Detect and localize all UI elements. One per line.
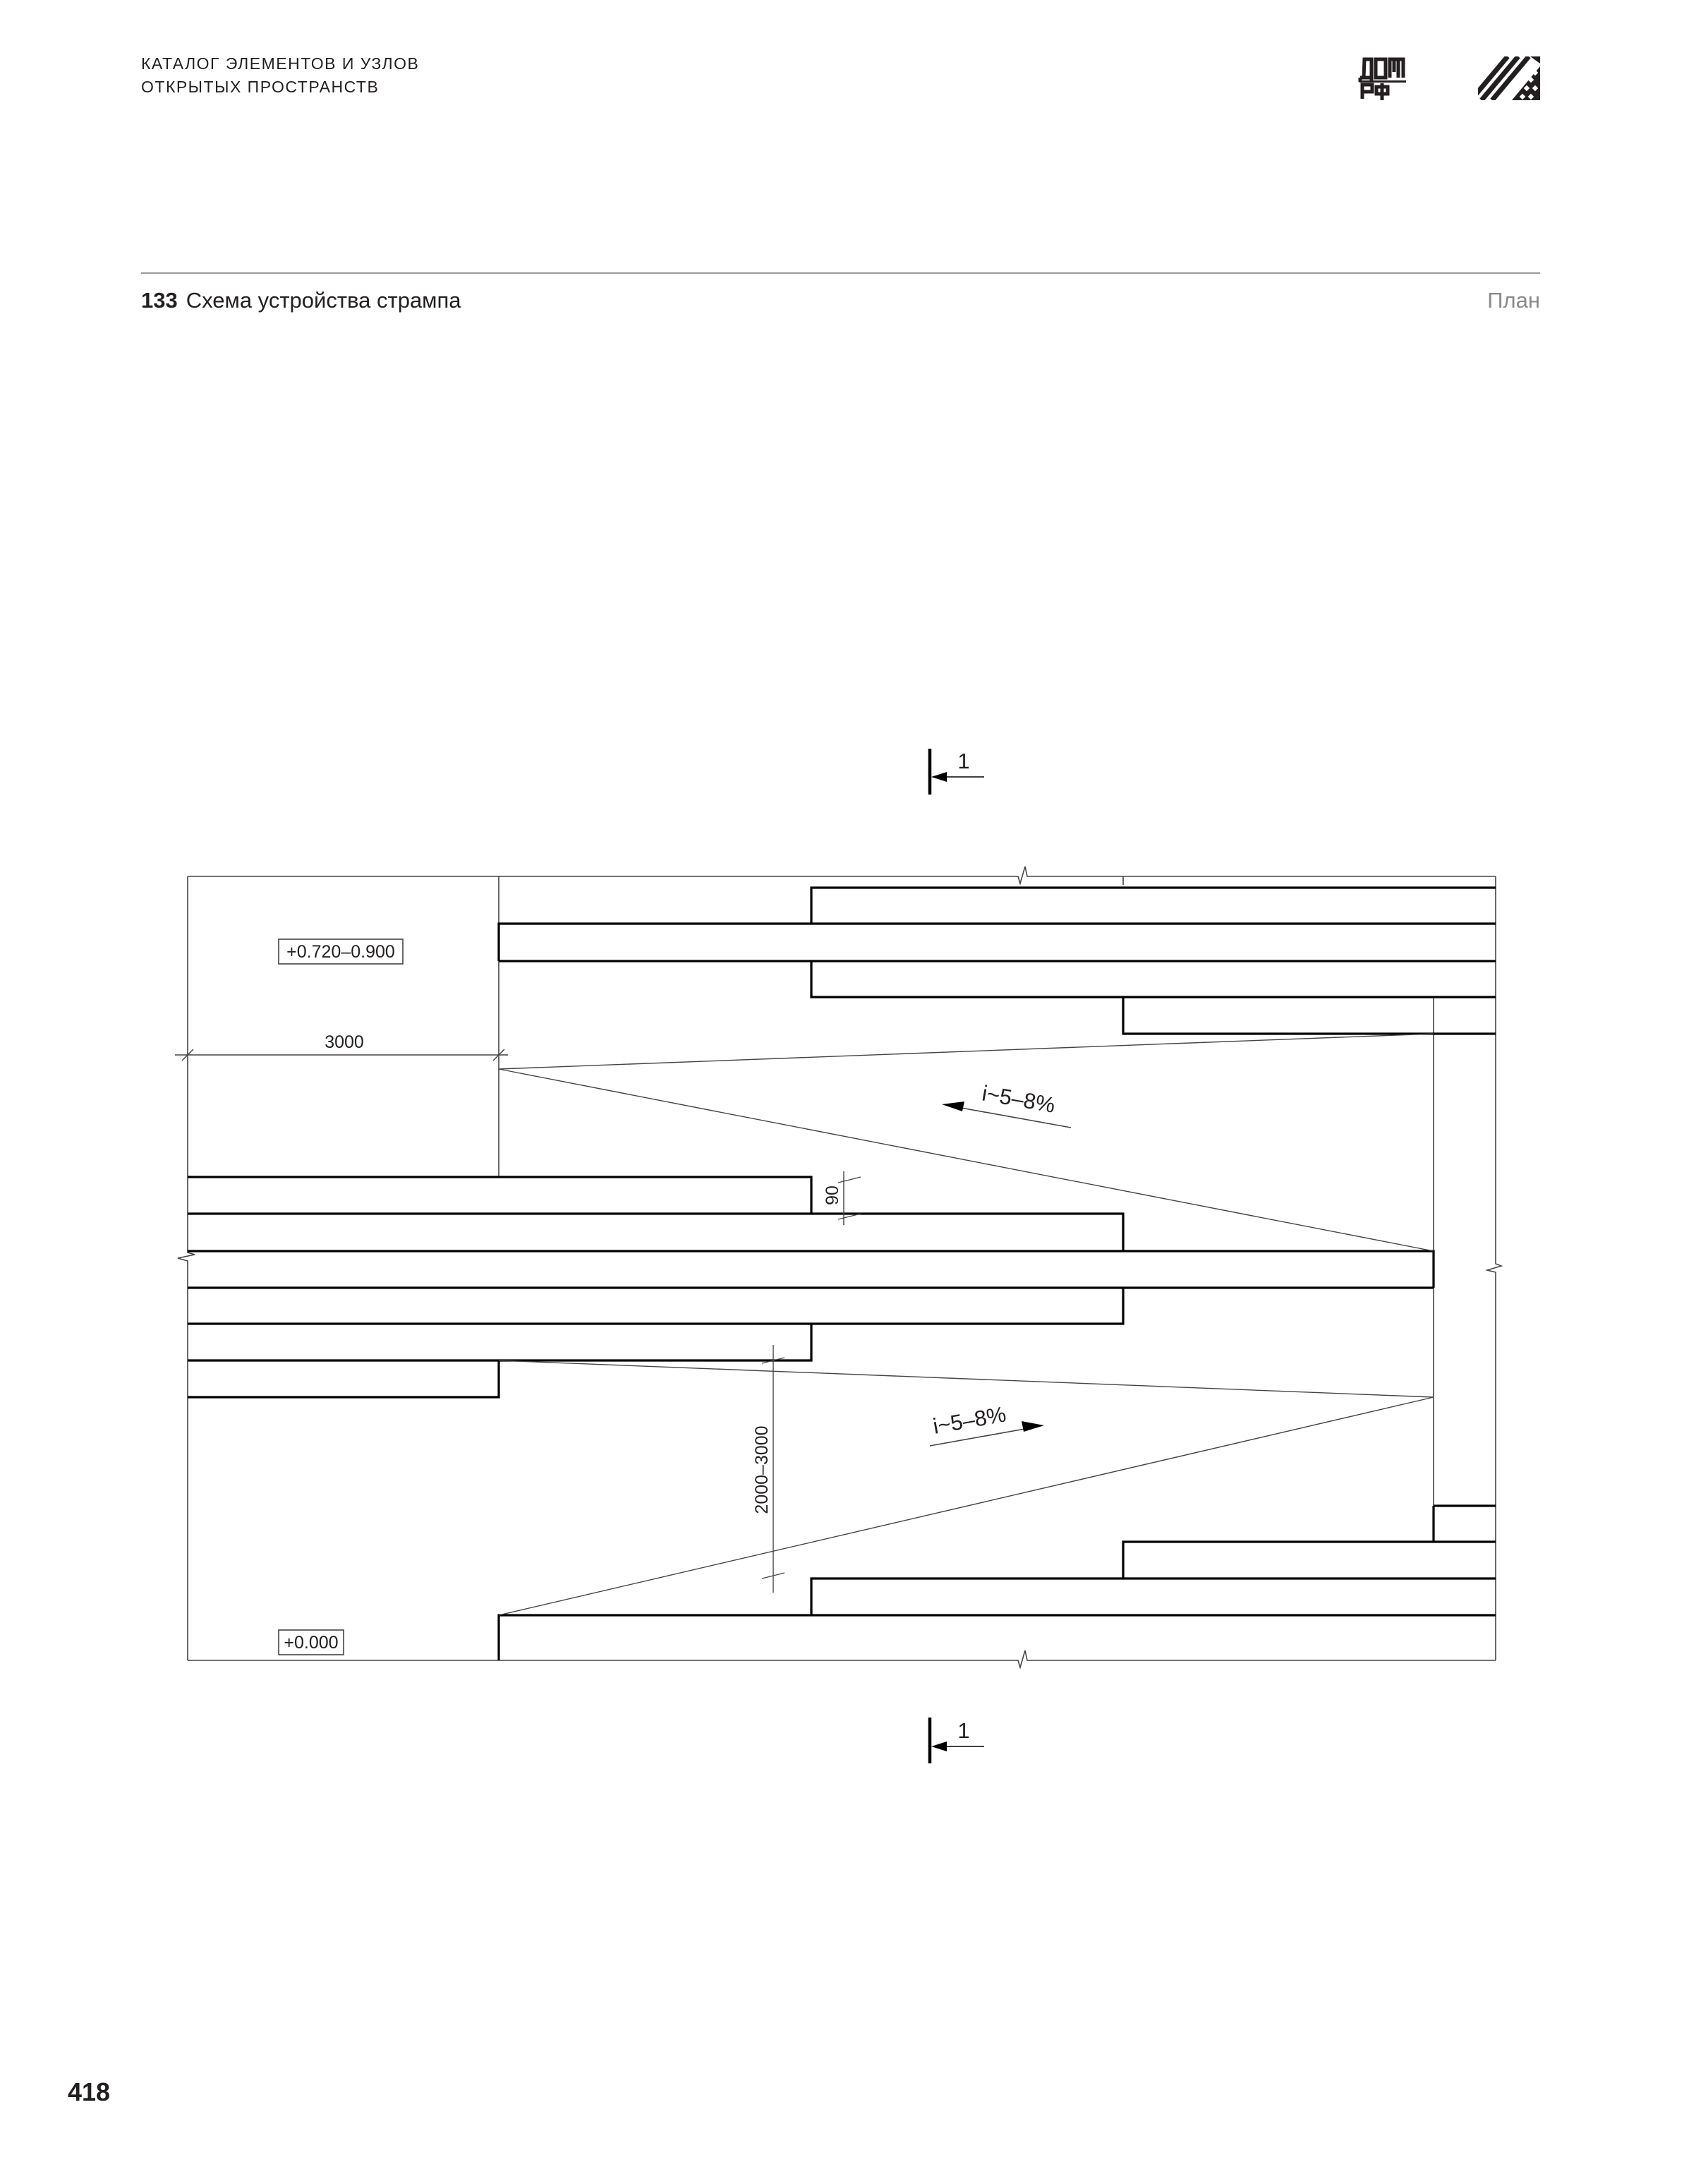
view-label: План — [1487, 288, 1540, 313]
ramp-slope-lines — [498, 1033, 1434, 1616]
elevation-top-box — [278, 938, 404, 965]
elevation-top-label: +0.720–0.900 — [286, 942, 395, 962]
slope-arrow-upper — [942, 1101, 1072, 1128]
catalog-title-line1: КАТАЛОГ ЭЛЕМЕНТОВ И УЗЛОВ — [141, 54, 420, 73]
catalog-title-line2: ОТКРЫТЫХ ПРОСТРАНСТВ — [141, 78, 380, 96]
plan-outline — [177, 866, 1503, 1670]
upper-steps — [497, 886, 1496, 1035]
section-title: Схема устройства стрампа — [186, 288, 461, 313]
section-mark-top-label: 1 — [957, 749, 969, 773]
elevation-bottom-label: +0.000 — [284, 1633, 338, 1653]
lower-steps — [497, 1504, 1496, 1660]
dimension-90-label: 90 — [823, 1185, 842, 1205]
page-number: 418 — [68, 2077, 111, 2106]
dimension-3000 — [175, 1049, 508, 1061]
dimension-90 — [837, 1171, 861, 1225]
section-mark-bottom — [928, 1718, 984, 1763]
elevation-bottom-box — [278, 1629, 344, 1655]
dimension-2000-3000-label: 2000–3000 — [752, 1425, 772, 1514]
section-number: 133 — [141, 288, 178, 313]
section-mark-bottom-label: 1 — [957, 1718, 969, 1743]
catalog-title: КАТАЛОГ ЭЛЕМЕНТОВ И УЗЛОВ ОТКРЫТЫХ ПРОСТ… — [141, 52, 419, 99]
section-mark-top — [928, 749, 984, 795]
dimension-3000-label: 3000 — [325, 1032, 364, 1052]
dom-rf-logo — [1358, 57, 1406, 100]
section-divider — [141, 272, 1540, 274]
dimension-2000-3000 — [761, 1345, 785, 1593]
middle-steps — [188, 1176, 1435, 1399]
slope-arrow-lower — [929, 1421, 1044, 1447]
hatch-logo — [1478, 56, 1540, 100]
slope-label-lower: i~5–8% — [931, 1401, 1008, 1439]
section-heading: 133 Схема устройства стрампа — [141, 286, 461, 315]
slope-label-upper: i~5–8% — [980, 1080, 1057, 1118]
